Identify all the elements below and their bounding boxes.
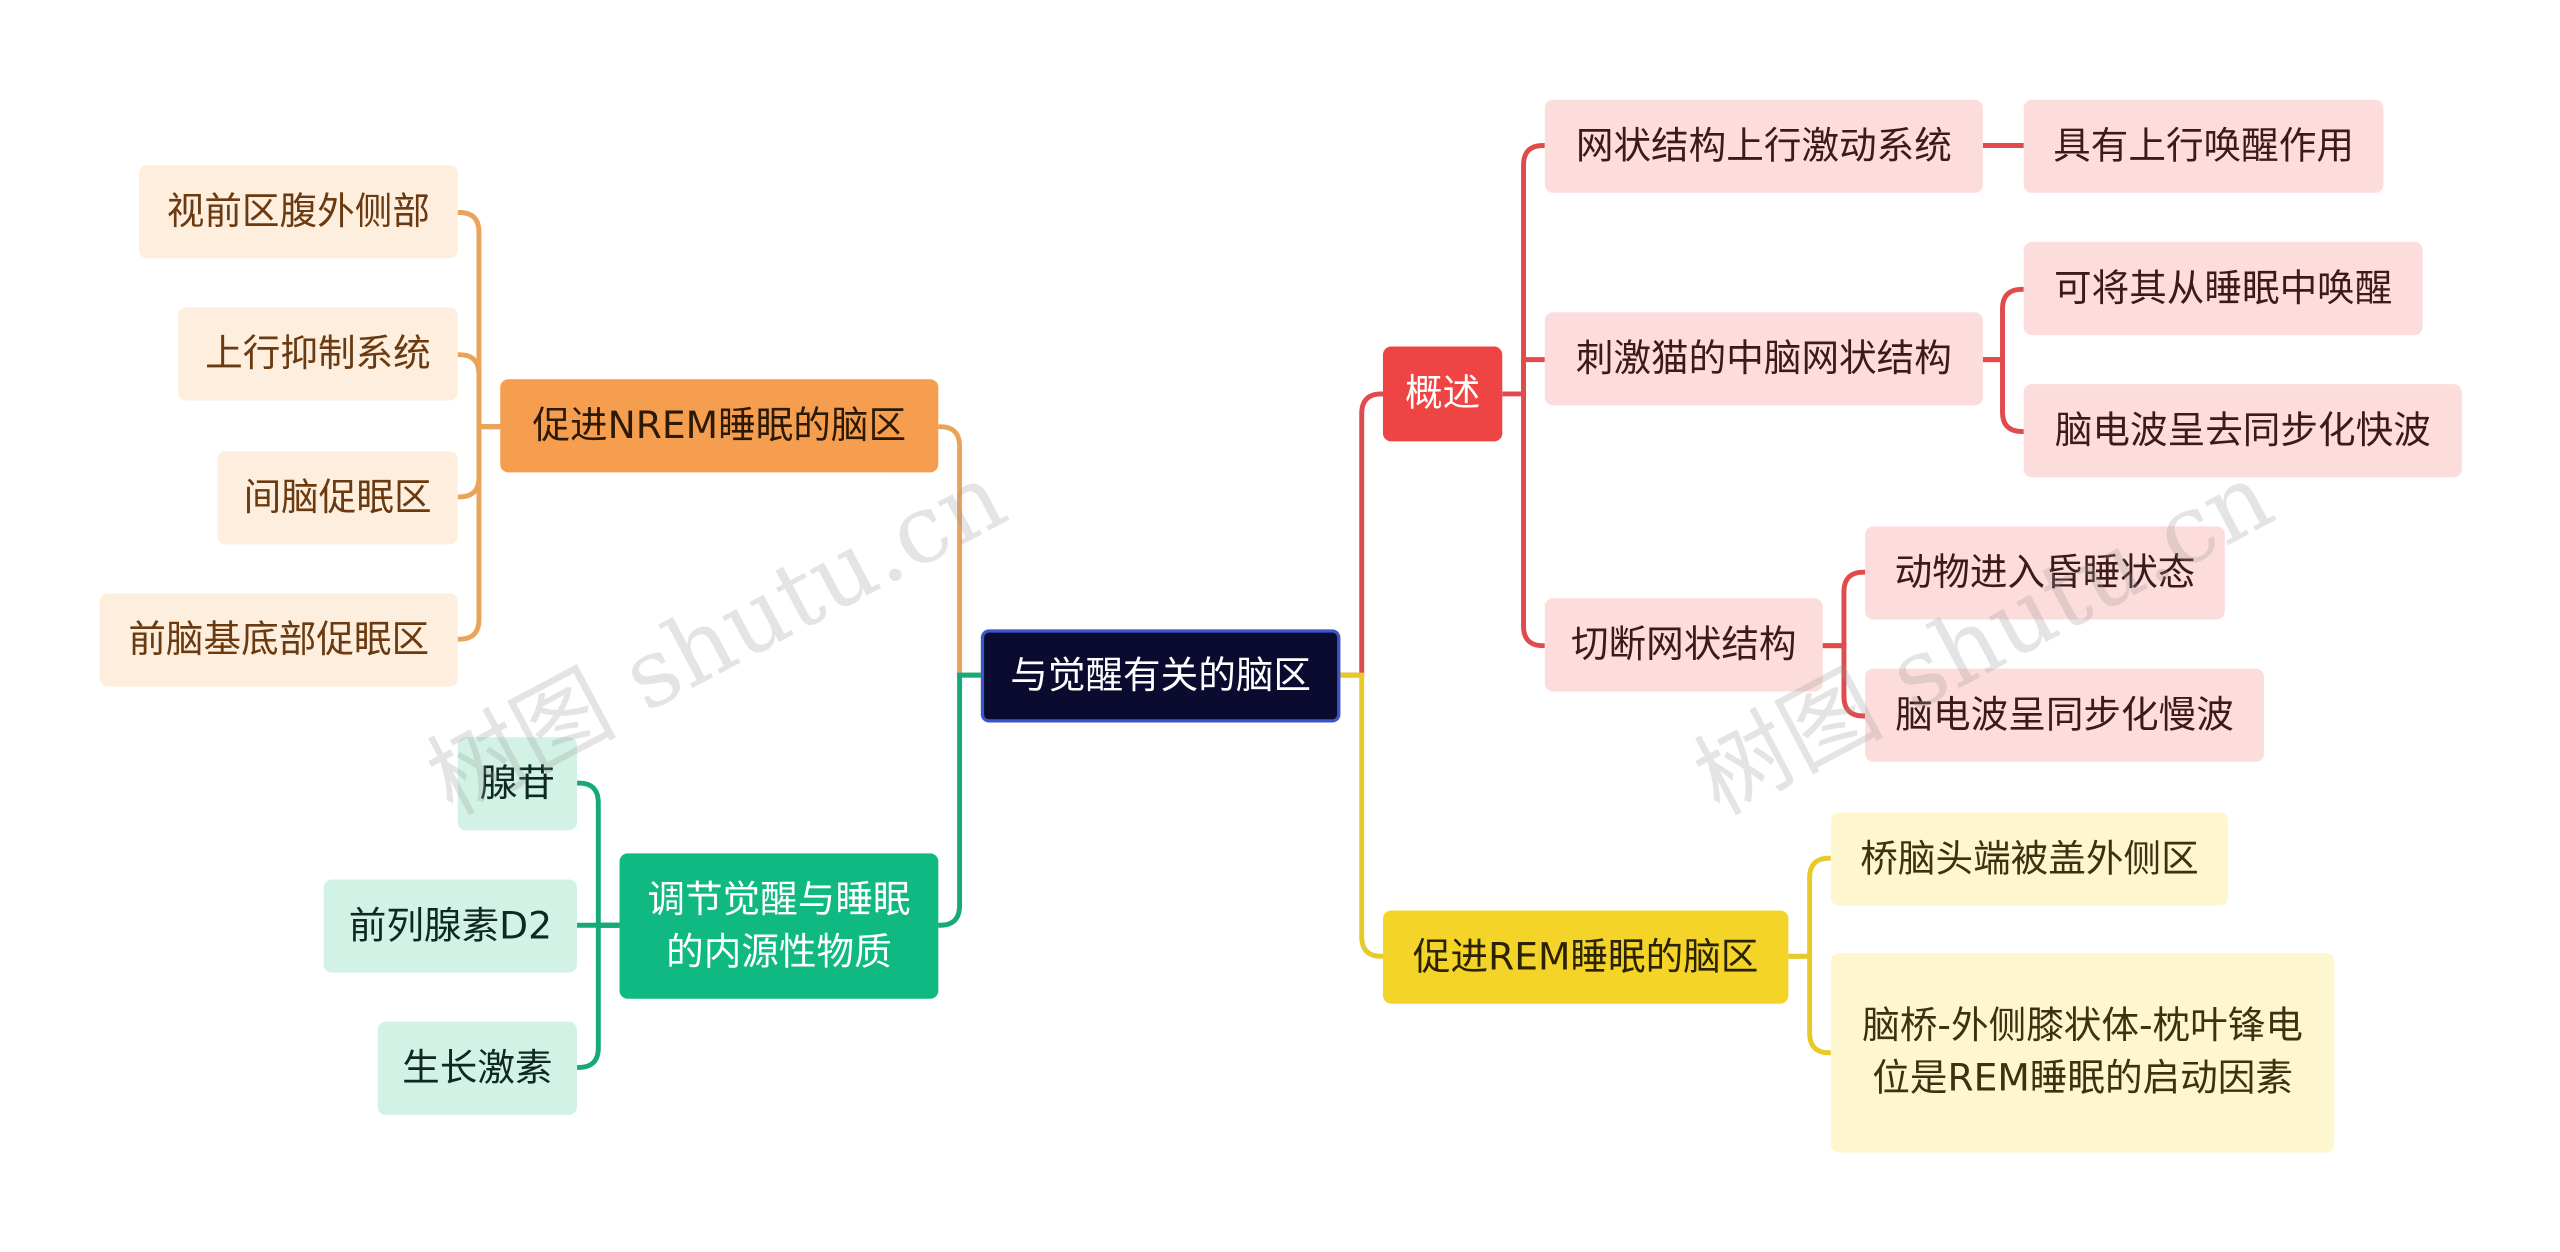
- link-root-nrem: [938, 424, 981, 678]
- link-overview-1: [1521, 143, 1545, 394]
- link-ov3-leaf-b: [1822, 643, 1866, 719]
- leaf-diencephalic-sleep-area[interactable]: 间脑促眠区: [217, 451, 458, 545]
- link-ov2-leaf-a: [1982, 286, 2024, 363]
- leaf-ascending-inhibitory[interactable]: 上行抑制系统: [178, 307, 458, 401]
- branch-rem[interactable]: 促进REM睡眠的脑区: [1382, 910, 1789, 1004]
- root-node[interactable]: 与觉醒有关的脑区: [980, 629, 1341, 723]
- overview-item-cut-reticular[interactable]: 切断网状结构: [1544, 598, 1823, 692]
- link-overview-2: [1521, 357, 1545, 394]
- link-overview-3: [1521, 393, 1545, 649]
- leaf-basal-forebrain[interactable]: 前脑基底部促眠区: [99, 593, 458, 687]
- link-endo-leaf-a: [577, 780, 620, 928]
- overview-item-stimulate-cat-midbrain[interactable]: 刺激猫的中脑网状结构: [1544, 312, 1983, 406]
- branch-nrem[interactable]: 促进NREM睡眠的脑区: [500, 379, 939, 473]
- leaf-animal-coma[interactable]: 动物进入昏睡状态: [1865, 526, 2225, 620]
- link-ov3-leaf-a: [1822, 569, 1866, 649]
- leaf-pgo-wave[interactable]: 脑桥-外侧膝状体-枕叶锋电位是REM睡眠的启动因素: [1830, 953, 2335, 1153]
- link-rem-leaf-a: [1788, 855, 1831, 959]
- leaf-desync-fast-wave[interactable]: 脑电波呈去同步化快波: [2023, 384, 2462, 478]
- link-root-rem: [1340, 672, 1383, 959]
- leaf-pontine-tegmentum[interactable]: 桥脑头端被盖外侧区: [1830, 812, 2229, 906]
- leaf-sync-slow-wave[interactable]: 脑电波呈同步化慢波: [1865, 668, 2265, 762]
- leaf-wake-from-sleep[interactable]: 可将其从睡眠中唤醒: [2023, 241, 2423, 336]
- link-endo-leaf-c: [577, 922, 620, 1070]
- leaf-arousal-effect[interactable]: 具有上行唤醒作用: [2023, 99, 2384, 193]
- link-nrem-leaf-b: [457, 352, 501, 430]
- link-nrem-leaf-d: [457, 424, 501, 642]
- leaf-prostaglandin-d2[interactable]: 前列腺素D2: [323, 879, 578, 973]
- link-nrem-leaf-a: [457, 210, 501, 430]
- branch-endogenous[interactable]: 调节觉醒与睡眠的内源性物质: [619, 853, 939, 999]
- leaf-adenosine[interactable]: 腺苷: [457, 737, 578, 831]
- leaf-vlpo[interactable]: 视前区腹外侧部: [138, 165, 458, 259]
- branch-overview[interactable]: 概述: [1382, 346, 1503, 442]
- link-ov2-leaf-b: [1982, 357, 2024, 435]
- link-root-endogenous: [938, 672, 981, 928]
- leaf-growth-hormone[interactable]: 生长激素: [377, 1021, 578, 1115]
- link-root-overview: [1340, 391, 1383, 678]
- overview-item-reticular-activating-system[interactable]: 网状结构上行激动系统: [1544, 99, 1983, 193]
- link-rem-leaf-b: [1788, 953, 1831, 1056]
